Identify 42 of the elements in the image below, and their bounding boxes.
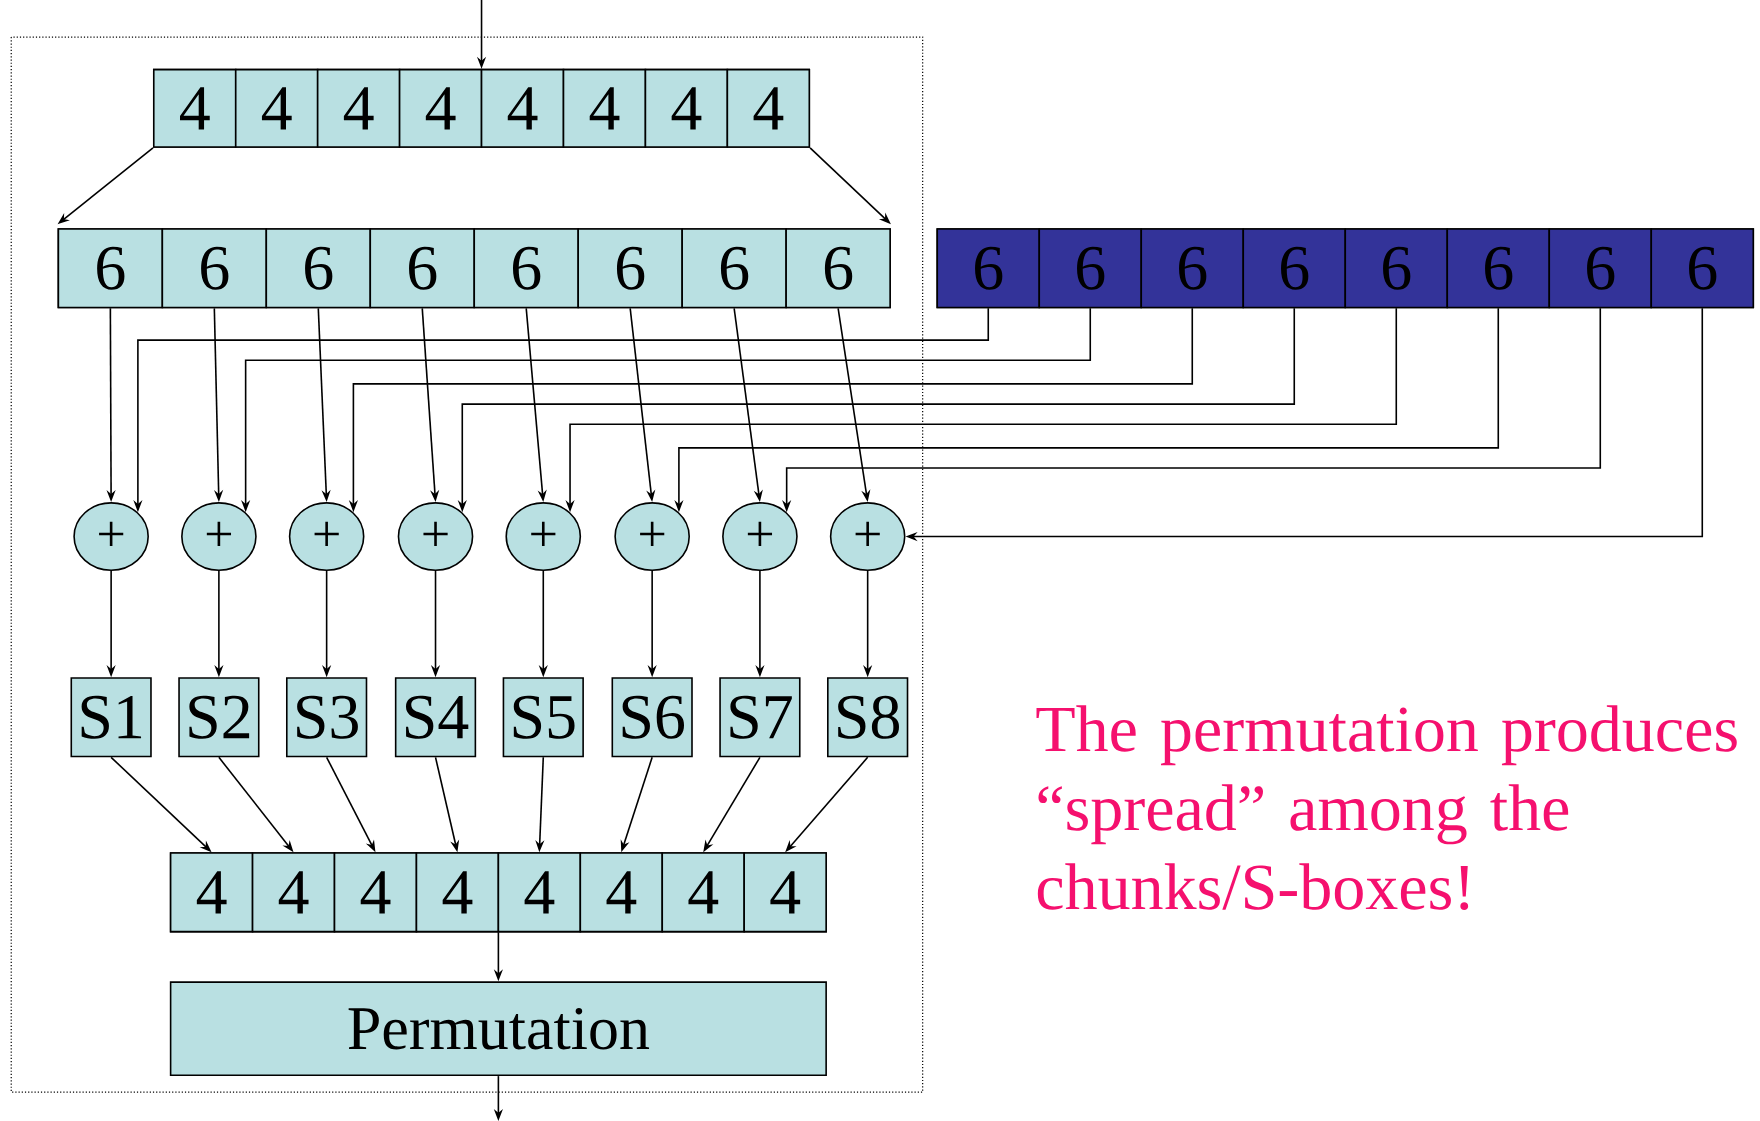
register-cell: 4	[415, 852, 500, 933]
register-cell: 6	[57, 228, 164, 309]
s-box: S5	[502, 677, 584, 758]
register-cell: 6	[785, 228, 891, 309]
s-box: S8	[827, 677, 909, 758]
register-cell: 4	[661, 852, 745, 933]
key-cell: 6	[1242, 228, 1347, 309]
s-box: S1	[70, 677, 152, 758]
note-text: The permutation produces “spread” among the chunks/S-boxes!	[1036, 705, 1737, 911]
register-cell: 4	[562, 68, 647, 148]
register-cell: 4	[153, 68, 237, 148]
key-cell: 6	[1548, 228, 1653, 309]
key-cell: 6	[1446, 228, 1551, 309]
register-cell: 4	[333, 852, 418, 933]
register-cell: 4	[398, 68, 483, 148]
key-cell: 6	[936, 228, 1041, 309]
permutation-box: Permutation	[169, 981, 827, 1077]
register-cell: 6	[265, 228, 372, 309]
register-cell: 6	[369, 228, 476, 309]
register-cell: 4	[169, 852, 254, 933]
key-cell: 6	[1038, 228, 1143, 309]
register-cell: 6	[577, 228, 683, 309]
register-cell: 4	[316, 68, 401, 148]
register-cell: 6	[161, 228, 268, 309]
s-box: S4	[394, 677, 477, 758]
s-box: S2	[178, 677, 260, 758]
register-cell: 6	[681, 228, 787, 309]
key-cell: 6	[1650, 228, 1755, 309]
register-cell: 4	[644, 68, 729, 148]
register-cell: 4	[251, 852, 336, 933]
s-box: S3	[286, 677, 368, 758]
s-box: S6	[611, 677, 693, 758]
register-cell: 4	[234, 68, 319, 148]
register-cell: 4	[726, 68, 811, 148]
register-cell: 4	[579, 852, 664, 933]
register-cell: 4	[497, 852, 582, 933]
register-cell: 4	[743, 852, 827, 933]
s-box: S7	[719, 677, 801, 758]
key-cell: 6	[1140, 228, 1245, 309]
register-cell: 4	[480, 68, 565, 148]
register-cell: 6	[473, 228, 579, 309]
key-cell: 6	[1344, 228, 1449, 309]
